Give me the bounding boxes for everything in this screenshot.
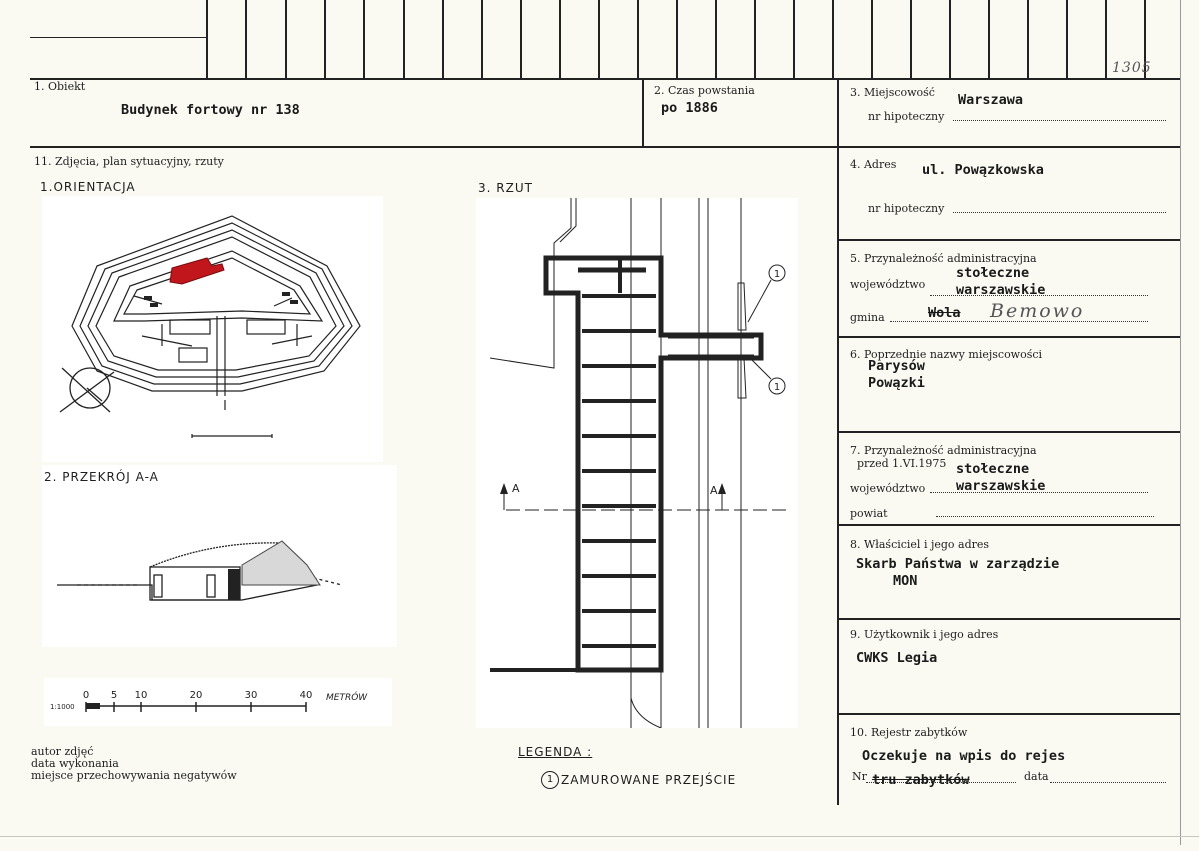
callout-top-label: 1: [774, 269, 780, 280]
orientation-plan: [42, 196, 383, 462]
field-rejestr-nr-label: Nr: [852, 770, 867, 783]
field-rejestr-label: 10. Rejestr zabytków: [850, 726, 968, 739]
callout-bottom-label: 1: [774, 382, 780, 393]
field-zdjecia-label: 11. Zdjęcia, plan sytuacyjny, rzuty: [34, 155, 224, 168]
field-obiekt-label: 1. Obiekt: [34, 80, 86, 93]
footer-miejsce: miejsce przechowywania negatywów: [31, 769, 237, 782]
field-uzytkownik-label: 9. Użytkownik i jego adres: [850, 628, 999, 641]
field-przynaleznosc-1975-woj-line1: stołeczne: [956, 461, 1030, 477]
scale-tick-5: 5: [111, 690, 117, 701]
section-drawing: [42, 465, 397, 647]
legend-text: ZAMUROWANE PRZEJŚCIE: [561, 773, 737, 787]
scale-tick-20: 20: [190, 690, 203, 701]
field-rejestr-line1: Oczekuje na wpis do rejes: [862, 748, 1066, 764]
field-przynaleznosc-1975-woj-line2: warszawskie: [956, 478, 1046, 494]
field-miejscowosc-label: 3. Miejscowość: [850, 86, 935, 99]
field-przynaleznosc-gmina-handwritten: Bemowo: [990, 300, 1085, 322]
scale-bar: 0 5 10 20 30 40 METRÓW 1:1000: [44, 678, 392, 726]
legend-number-circle: 1: [541, 771, 559, 789]
field-adres-value: ul. Powązkowska: [922, 162, 1044, 178]
field-przynaleznosc-woj-line2: warszawskie: [956, 282, 1046, 298]
plan-marker-a-right: A: [710, 484, 718, 497]
plan-title: 3. RZUT: [478, 181, 533, 195]
field-rejestr-data-label: data: [1024, 770, 1049, 783]
field-wlasciciel-label: 8. Właściciel i jego adres: [850, 538, 990, 551]
field-uzytkownik-value: CWKS Legia: [856, 650, 938, 666]
field-rejestr-line2: tru zabytków: [872, 772, 970, 788]
scale-tick-40: 40: [300, 690, 313, 701]
field-przynaleznosc-1975-powiat-label: powiat: [850, 507, 888, 520]
field-poprzednie-nazwy-line1: Parysów: [868, 358, 925, 374]
scale-tick-30: 30: [245, 690, 258, 701]
field-przynaleznosc-woj-line1: stołeczne: [956, 265, 1030, 281]
field-przynaleznosc-1975-woj-label: województwo: [850, 482, 926, 495]
field-przynaleznosc-label: 5. Przynależność administracyjna: [850, 252, 1037, 265]
field-wlasciciel-line2: MON: [893, 573, 918, 589]
field-czas-label: 2. Czas powstania: [654, 84, 755, 97]
floor-plan: A A 1 1: [476, 198, 798, 728]
scale-tick-0: 0: [83, 690, 89, 701]
scale-tick-10: 10: [135, 690, 148, 701]
field-wlasciciel-line1: Skarb Państwa w zarządzie: [856, 556, 1060, 572]
field-poprzednie-nazwy-line2: Powązki: [868, 375, 925, 391]
field-przynaleznosc-1975-label: 7. Przynależność administracyjna: [850, 444, 1037, 457]
field-miejscowosc-hipoteczny-line: [953, 120, 1166, 121]
field-przynaleznosc-1975-label2: przed 1.VI.1975: [857, 457, 947, 470]
orientation-title: 1.ORIENTACJA: [40, 180, 136, 194]
field-adres-label: 4. Adres: [850, 158, 897, 171]
scale-unit: METRÓW: [326, 691, 368, 703]
plan-marker-a-left: A: [512, 482, 520, 495]
legend-title: LEGENDA :: [518, 745, 593, 759]
field-adres-hipoteczny-line: [953, 212, 1166, 213]
field-poprzednie-nazwy-label: 6. Poprzednie nazwy miejscowości: [850, 348, 1043, 361]
field-miejscowosc-value: Warszawa: [958, 92, 1024, 108]
footer-data: data wykonania: [31, 757, 119, 770]
archive-number-stamp: 1305: [1112, 60, 1152, 76]
scale-ratio: 1:1000: [50, 703, 75, 711]
highlighted-building: [169, 257, 225, 285]
field-adres-hipoteczny-label: nr hipoteczny: [868, 202, 945, 215]
field-przynaleznosc-gmina-value: Wola: [928, 305, 961, 321]
field-obiekt-value: Budynek fortowy nr 138: [121, 102, 300, 118]
field-przynaleznosc-woj-label: województwo: [850, 278, 926, 291]
field-miejscowosc-hipoteczny-label: nr hipoteczny: [868, 110, 945, 123]
field-czas-value: po 1886: [661, 100, 718, 116]
section-title: 2. PRZEKRÓJ A-A: [44, 470, 159, 484]
footer-autor: autor zdjęć: [31, 745, 94, 758]
field-przynaleznosc-gmina-label: gmina: [850, 311, 885, 324]
